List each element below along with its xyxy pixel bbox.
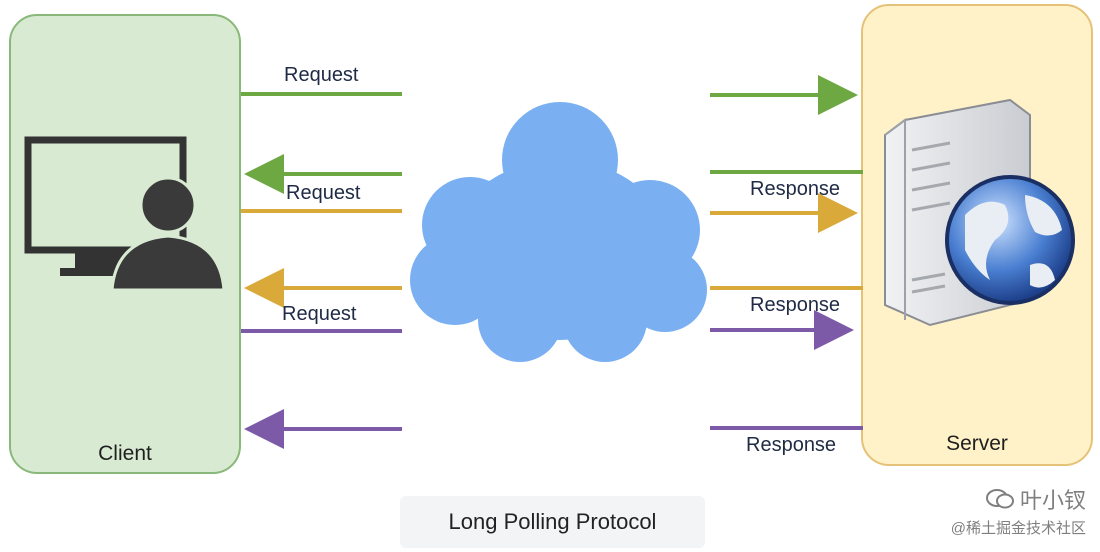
diagram-caption: Long Polling Protocol [400,496,705,548]
left-flows [241,92,402,449]
client-label: Client [98,442,152,465]
client-panel: Client [9,14,241,474]
request-label-2: Request [286,182,361,204]
response-label-1: Response [750,178,841,200]
response-label-3: Response [746,434,837,456]
request-label-3: Request [282,303,357,325]
globe-icon [945,175,1075,305]
server-label: Server [946,432,1008,455]
right-flows [710,75,863,430]
watermark-site: @稀土掘金技术社区 [950,520,1086,537]
response-label-2: Response [750,294,841,316]
request-label-1: Request [284,64,359,86]
wechat-icon [985,489,1014,509]
caption-text: Long Polling Protocol [448,509,657,534]
cloud-icon [410,102,707,362]
user-icon [110,176,226,292]
watermark-author: 叶小钗 [1019,488,1086,513]
watermark: 叶小钗 @稀土掘金技术社区 [951,483,1086,538]
